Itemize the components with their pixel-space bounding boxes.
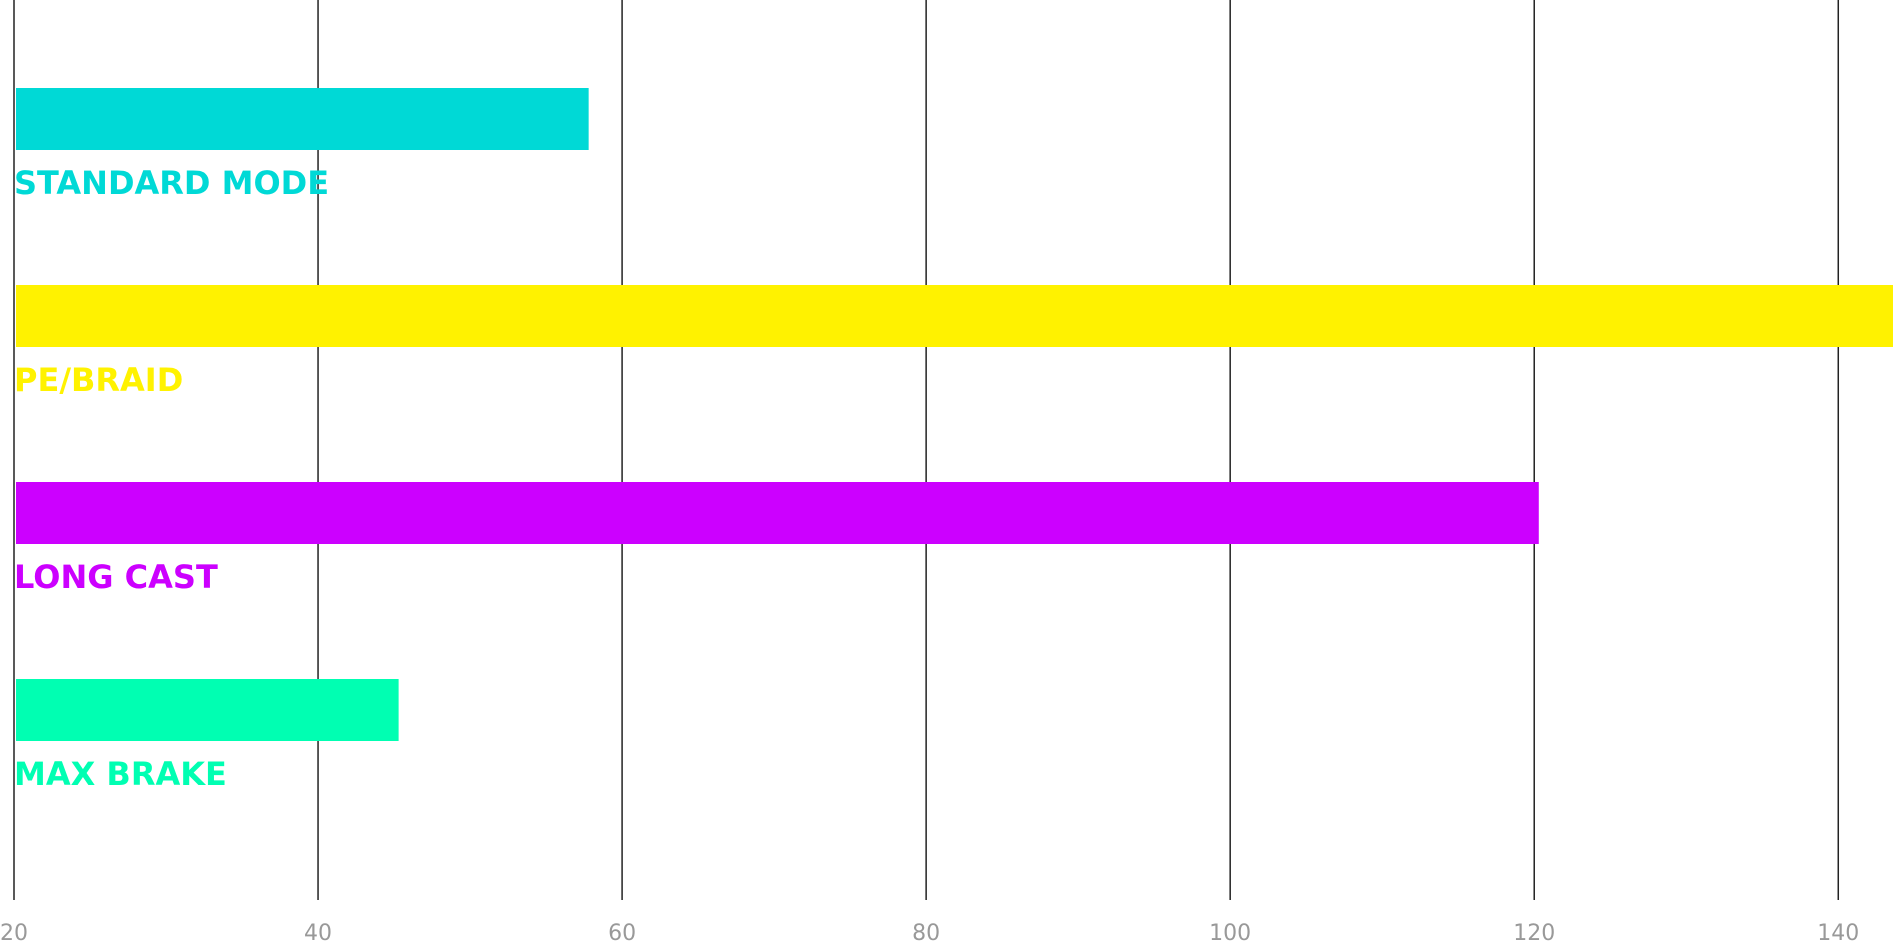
bar-max-brake	[16, 679, 399, 741]
x-tick-label: 60	[608, 921, 636, 944]
x-tick-label: 120	[1513, 921, 1555, 944]
bar-pe-braid	[16, 285, 1893, 347]
category-label: LONG CAST	[14, 558, 218, 596]
x-tick-label: 100	[1209, 921, 1251, 944]
category-label: PE/BRAID	[14, 361, 183, 399]
bar-standard-mode	[16, 88, 589, 150]
bars	[16, 88, 1893, 741]
x-tick-label: 20	[0, 921, 28, 944]
x-tick-label: 80	[912, 921, 940, 944]
bar-long-cast	[16, 482, 1539, 544]
category-label: STANDARD MODE	[14, 164, 329, 202]
x-tick-label: 140	[1817, 921, 1859, 944]
category-labels: STANDARD MODE PE/BRAID LONG CAST MAX BRAKE	[14, 164, 329, 793]
category-label: MAX BRAKE	[14, 755, 227, 793]
x-axis-ticks: 20 40 60 80 100 120 140	[0, 921, 1859, 944]
x-tick-label: 40	[304, 921, 332, 944]
